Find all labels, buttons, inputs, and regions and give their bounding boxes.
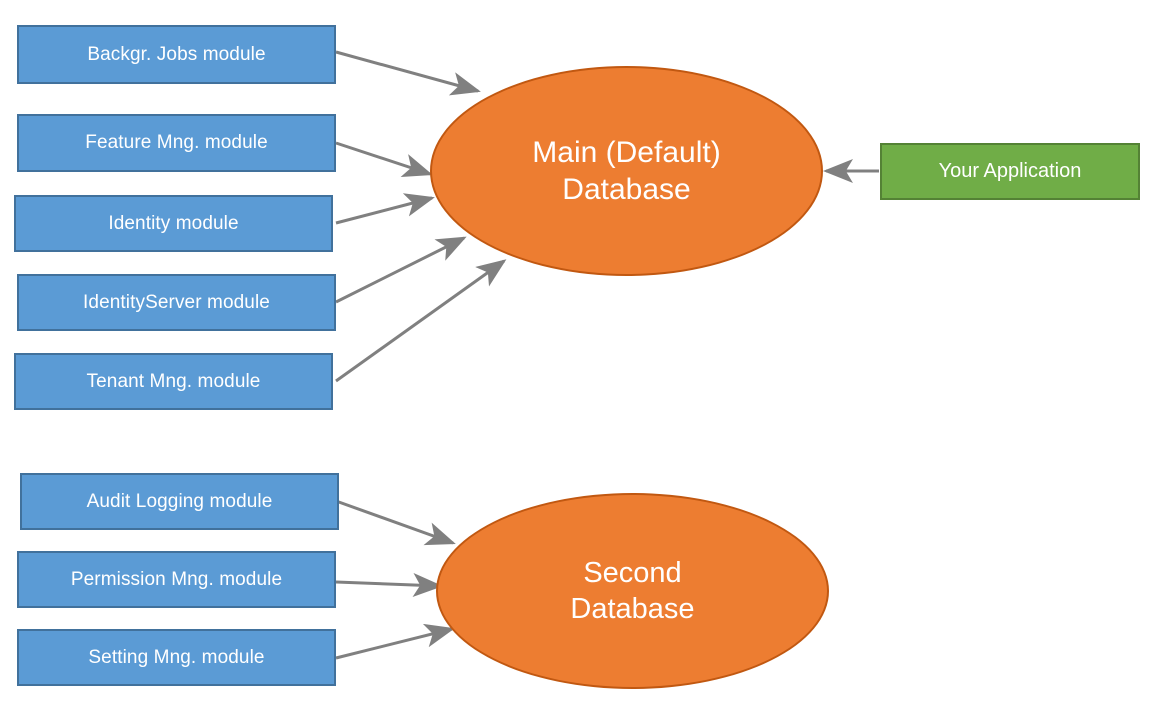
module-box-tenant-mng[interactable]: Tenant Mng. module bbox=[14, 353, 333, 410]
database-label-line1: Second bbox=[583, 556, 682, 589]
module-box-feature-mng[interactable]: Feature Mng. module bbox=[17, 114, 336, 172]
connector-setting-mng-to-second-database bbox=[335, 623, 455, 660]
application-box[interactable]: Your Application bbox=[880, 143, 1140, 200]
connector-audit-logging-to-second-database bbox=[335, 499, 456, 546]
database-label-line2: Database bbox=[570, 593, 695, 625]
database-label-line1: Main (Default) bbox=[532, 135, 721, 169]
connector-feature-mng-to-main-database bbox=[335, 141, 433, 177]
module-label: Tenant Mng. module bbox=[86, 370, 261, 392]
connector-tenant-mng-to-main-database bbox=[335, 259, 507, 383]
connector-identityserver-to-main-database bbox=[335, 236, 467, 304]
module-label: Audit Logging module bbox=[86, 490, 273, 512]
application-label: Your Application bbox=[938, 160, 1082, 182]
module-label: Identity module bbox=[108, 212, 239, 234]
connector-identity-to-main-database bbox=[335, 193, 435, 225]
database-node-second[interactable]: Second Database bbox=[436, 493, 829, 689]
module-label: Feature Mng. module bbox=[85, 132, 268, 154]
module-label: Permission Mng. module bbox=[70, 568, 283, 590]
module-box-identityserver[interactable]: IdentityServer module bbox=[17, 274, 336, 331]
module-box-setting-mng[interactable]: Setting Mng. module bbox=[17, 629, 336, 686]
module-label: IdentityServer module bbox=[83, 291, 270, 313]
module-label: Backgr. Jobs module bbox=[87, 43, 266, 65]
module-box-audit-logging[interactable]: Audit Logging module bbox=[20, 473, 339, 530]
module-label: Setting Mng. module bbox=[88, 646, 265, 668]
database-label-line2: Database bbox=[562, 173, 691, 206]
module-box-identity[interactable]: Identity module bbox=[14, 195, 333, 252]
database-node-main[interactable]: Main (Default) Database bbox=[430, 66, 823, 276]
connector-backgr-jobs-to-main-database bbox=[335, 50, 481, 96]
module-box-backgr-jobs[interactable]: Backgr. Jobs module bbox=[17, 25, 336, 84]
module-box-permission-mng[interactable]: Permission Mng. module bbox=[17, 551, 336, 608]
connector-permission-mng-to-second-database bbox=[335, 572, 443, 597]
